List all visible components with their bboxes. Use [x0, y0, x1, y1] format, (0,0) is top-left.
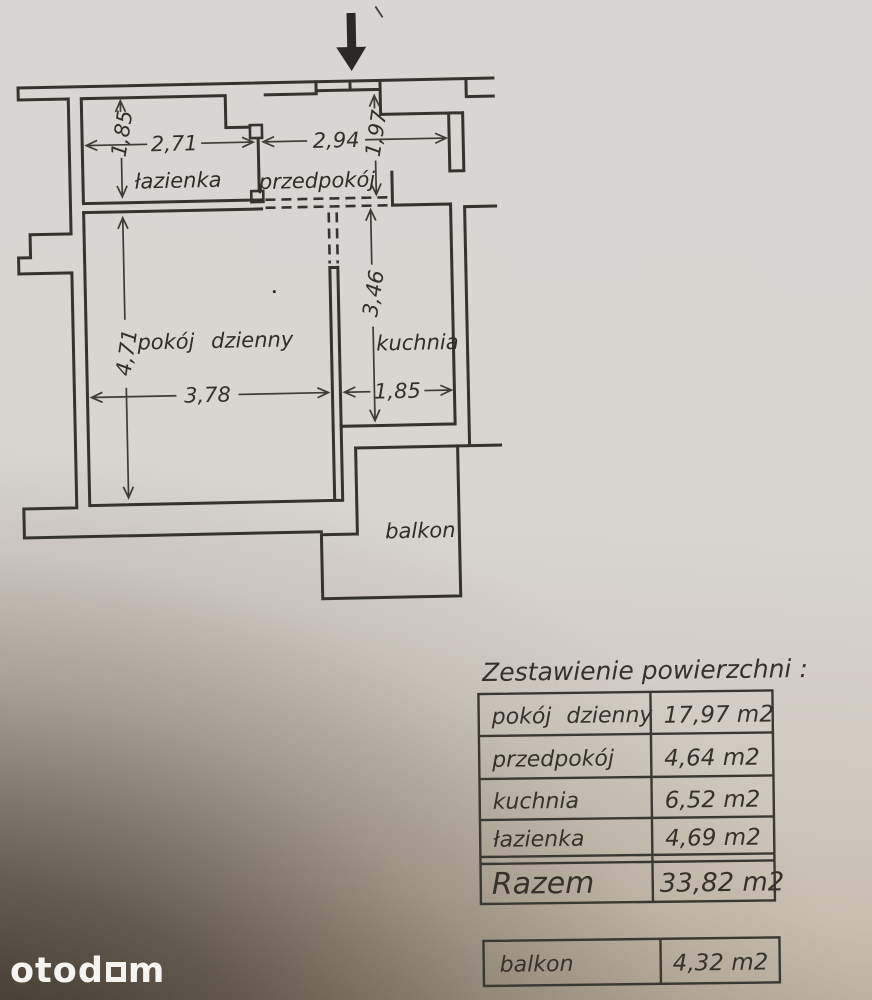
balcony-table: balkon 4,32 m2	[482, 936, 782, 988]
balcony-table-border	[482, 936, 782, 988]
dimension-pokoj-height: 4,71	[111, 215, 142, 500]
balcony-walls	[319, 444, 463, 601]
room-label-przedpokoj: przedpokój	[258, 168, 376, 194]
watermark-text-prefix: otod	[10, 951, 104, 991]
hall-entrance-walls	[263, 77, 495, 173]
dim-label-kuchnia-width: 1,85	[374, 379, 421, 404]
walls	[16, 76, 503, 601]
summary-total-label: Razem	[492, 866, 595, 902]
dim-label-pokoj-width: 3,78	[184, 383, 231, 408]
stray-mark	[374, 6, 384, 18]
summary-table-border	[477, 689, 777, 906]
living-room-walls	[82, 211, 345, 508]
room-label-kuchnia: kuchnia	[376, 330, 459, 356]
summary-table: pokój dzienny 17,97 m2 przedpokój 4,64 m…	[477, 689, 785, 906]
summary-table-gridlines	[478, 691, 775, 902]
watermark-square-icon	[105, 962, 126, 982]
room-label-pokoj-dzienny: pokój dzienny	[136, 327, 294, 354]
door-jamb-bottom	[249, 189, 265, 204]
dimension-lazienka-width: 2,71	[84, 131, 256, 156]
summary-row-value-1: 4,64 m2	[664, 745, 760, 772]
dim-label-lazienka-height: 1,85	[107, 109, 138, 159]
paper-speck	[272, 290, 276, 294]
dim-label-lazienka-width: 2,71	[151, 131, 198, 156]
area-summary: Zestawienie powierzchni : pokój dzienny …	[477, 654, 808, 988]
entrance-arrow-shaft	[346, 12, 357, 50]
summary-row-value-3: 4,69 m2	[665, 825, 761, 852]
dim-label-kuchnia-height: 3,46	[358, 268, 389, 318]
summary-row-label-2: kuchnia	[493, 789, 580, 815]
door-jamb-top	[248, 123, 264, 140]
kitchen-walls	[339, 170, 503, 450]
balcony-table-divider	[659, 938, 663, 984]
entrance-arrow	[272, 6, 384, 294]
summary-row-value-2: 6,52 m2	[665, 787, 761, 814]
balcony-row-value: 4,32 m2	[673, 950, 769, 977]
dimension-przedpokoj-width: 2,94	[261, 128, 449, 153]
bathroom-walls	[79, 94, 264, 215]
summary-row-label-3: łazienka	[493, 827, 584, 853]
exterior-walls	[16, 76, 495, 540]
dimension-kuchnia-width: 1,85	[342, 379, 454, 404]
room-label-balkon: balkon	[385, 518, 456, 543]
entrance-arrow-head	[336, 46, 367, 72]
dim-label-przedpokoj-height: 1,97	[361, 108, 392, 159]
watermark-text-suffix: m	[127, 951, 166, 991]
summary-row-label-0: pokój dzienny	[491, 703, 654, 730]
dim-label-przedpokoj-width: 2,94	[313, 128, 360, 153]
dimensions: 2,71 2,94 1,85 1,97 4,71 3,78	[84, 93, 454, 500]
summary-total-value: 33,82 m2	[660, 867, 785, 899]
summary-row-value-0: 17,97 m2	[664, 701, 775, 728]
room-labels: łazienka przedpokój pokój dzienny kuchni…	[134, 168, 459, 544]
dashed-partition-hall	[265, 195, 393, 210]
balcony-row-label: balkon	[500, 952, 574, 978]
room-label-lazienka: łazienka	[134, 168, 221, 194]
summary-title: Zestawienie powierzchni :	[481, 654, 808, 687]
dimension-pokoj-width: 3,78	[89, 383, 331, 408]
dashed-partition-kitchen	[327, 212, 340, 264]
summary-row-label-1: przedpokój	[491, 746, 615, 773]
floorplan: 2,71 2,94 1,85 1,97 4,71 3,78	[16, 6, 503, 601]
